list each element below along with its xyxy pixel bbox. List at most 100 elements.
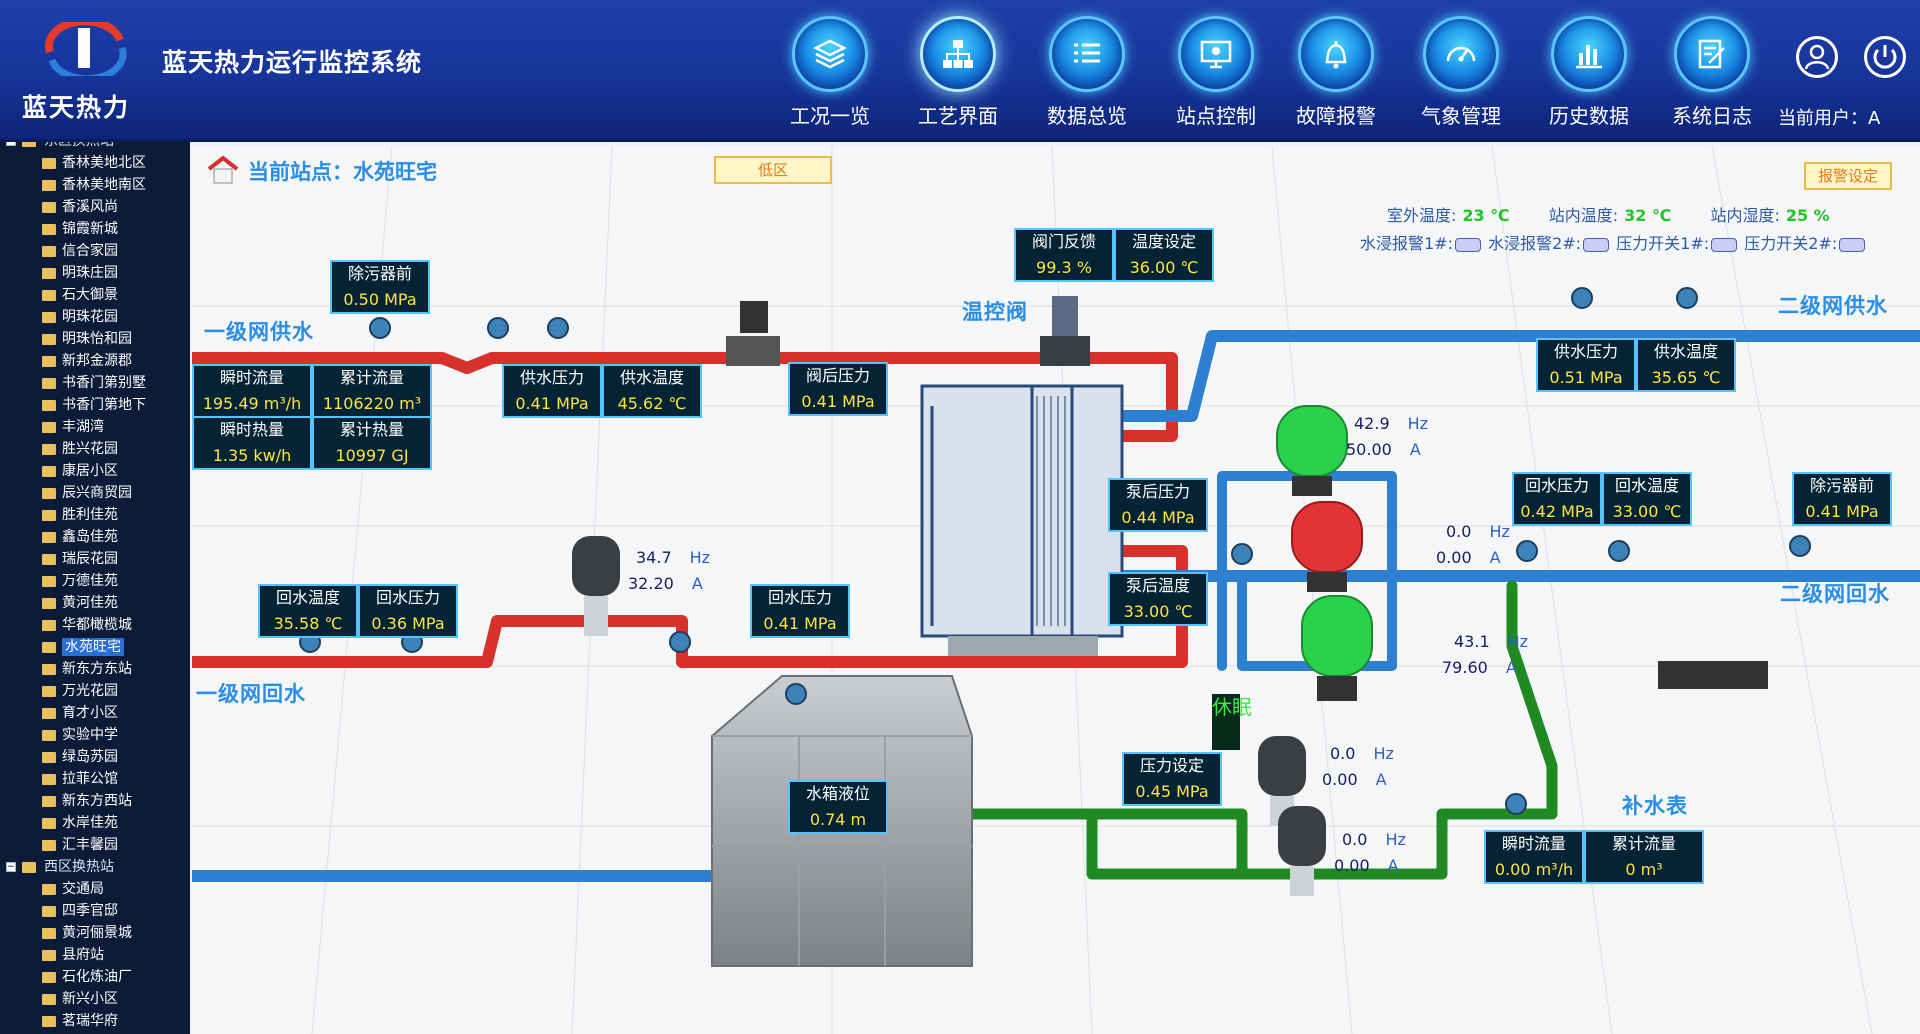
station-item[interactable]: 康居小区 [0,460,190,482]
station-item[interactable]: 万光花园 [0,680,190,702]
station-label: 香林美地北区 [62,155,146,171]
folder-icon [42,994,56,1005]
nav-weather[interactable]: 气象管理 [1406,12,1516,134]
box-value: 0.45 MPa [1135,782,1209,801]
makeup-pipe [956,580,1558,880]
box-value: 0.44 MPa [1121,508,1195,527]
primary-pump[interactable] [572,536,620,636]
folder-icon [42,510,56,521]
station-item[interactable]: 绿岛苏园 [0,746,190,768]
tree-group-west[interactable]: −西区换热站 [0,856,190,878]
folder-icon [42,928,56,939]
zone-button[interactable]: 低区 [714,156,832,184]
station-item[interactable]: 石大御景 [0,284,190,306]
station-item[interactable]: 书香门第别墅 [0,372,190,394]
station-item[interactable]: 书香门第地下 [0,394,190,416]
pump-3-running[interactable] [1301,595,1373,701]
station-label: 明珠花园 [62,309,118,325]
station-item[interactable]: 黄河佳苑 [0,592,190,614]
station-item[interactable]: 锦霞新城 [0,218,190,240]
station-item[interactable]: 新兴小区 [0,988,190,1010]
station-item[interactable]: 育才小区 [0,702,190,724]
station-item[interactable]: 新东方东站 [0,658,190,680]
station-label: 鑫岛佳苑 [62,529,118,545]
primary-supply-pipe [192,352,1178,442]
user-icon[interactable] [1796,36,1838,78]
box-header: 回水温度 [1614,476,1679,495]
station-item[interactable]: 胜利佳苑 [0,504,190,526]
alarm-setting-button[interactable]: 报警设定 [1804,162,1892,190]
station-item[interactable]: 拉菲公馆 [0,768,190,790]
station-item[interactable]: 县府站 [0,944,190,966]
nav-fault-alarm[interactable]: 故障报警 [1281,12,1391,134]
nav-overview[interactable]: 工况一览 [775,12,885,134]
box-header: 压力设定 [1139,756,1204,775]
station-item[interactable]: 明珠怡和园 [0,328,190,350]
makeup-pump-2[interactable] [1278,806,1326,896]
station-item[interactable]: 胜兴花园 [0,438,190,460]
station-item[interactable]: 石化炼油厂 [0,966,190,988]
station-label: 胜兴花园 [62,441,118,457]
nav-station-control[interactable]: 站点控制 [1161,12,1271,134]
station-item[interactable]: 丰湖湾 [0,416,190,438]
folder-icon [42,1016,56,1027]
station-item[interactable]: 瑞辰花园 [0,548,190,570]
secondary-supply-pipe [1106,330,1920,422]
station-item[interactable]: 汇丰馨园 [0,834,190,856]
nav-system-log[interactable]: 系统日志 [1657,12,1767,134]
collapse-icon[interactable]: − [6,142,16,146]
station-item[interactable]: 万德佳苑 [0,570,190,592]
collapse-icon[interactable]: − [6,862,16,872]
nav-process[interactable]: 工艺界面 [903,12,1013,134]
power-icon[interactable] [1864,36,1906,78]
makeup-meter-label: 补水表 [1622,794,1688,818]
reading-value: 42.9 [1354,414,1390,433]
station-item[interactable]: 信合家园 [0,240,190,262]
folder-icon [42,356,56,367]
station-label: 四季官邸 [62,903,118,919]
station-item[interactable]: 新邦金源郡 [0,350,190,372]
tree-group-east[interactable]: −东区换热站 [0,142,190,152]
station-label: 拉菲公馆 [62,771,118,787]
box-value: 33.00 ℃ [1612,502,1682,521]
nav-data[interactable]: 数据总览 [1032,12,1142,134]
station-item[interactable]: 香溪风尚 [0,196,190,218]
station-item[interactable]: 交通局 [0,878,190,900]
station-item[interactable]: 新东方西站 [0,790,190,812]
valve-actuator[interactable] [726,301,780,366]
station-item[interactable]: 鑫岛佳苑 [0,526,190,548]
pump-1-running[interactable] [1276,405,1348,496]
reading-value: 0.00 [1334,856,1370,875]
box-value: 35.65 ℃ [1651,368,1721,387]
nav-history[interactable]: 历史数据 [1534,12,1644,134]
folder-icon [42,224,56,235]
pressure-sensors [299,287,1811,815]
station-item[interactable]: 水苑旺宅 [0,636,190,658]
station-item[interactable]: 香林美地北区 [0,152,190,174]
station-item[interactable]: 香林美地南区 [0,174,190,196]
control-valve[interactable] [1040,296,1090,366]
station-item[interactable]: 茗瑞华府 [0,1010,190,1032]
station-item[interactable]: 黄河俪景城 [0,922,190,944]
folder-icon [42,840,56,851]
box-value: 0.36 MPa [371,614,445,633]
station-item[interactable]: 水岸佳苑 [0,812,190,834]
station-item[interactable]: 明珠花园 [0,306,190,328]
station-item[interactable]: 华都橄榄城 [0,614,190,636]
station-item[interactable]: 辰兴商贸园 [0,482,190,504]
box-header: 回水温度 [275,588,340,607]
station-item[interactable]: 明珠庄园 [0,262,190,284]
folder-icon [42,400,56,411]
station-item[interactable]: 实验中学 [0,724,190,746]
station-item[interactable]: 四季官邸 [0,900,190,922]
pump-2-fault[interactable] [1291,501,1363,592]
box-header: 回水压力 [375,588,440,607]
